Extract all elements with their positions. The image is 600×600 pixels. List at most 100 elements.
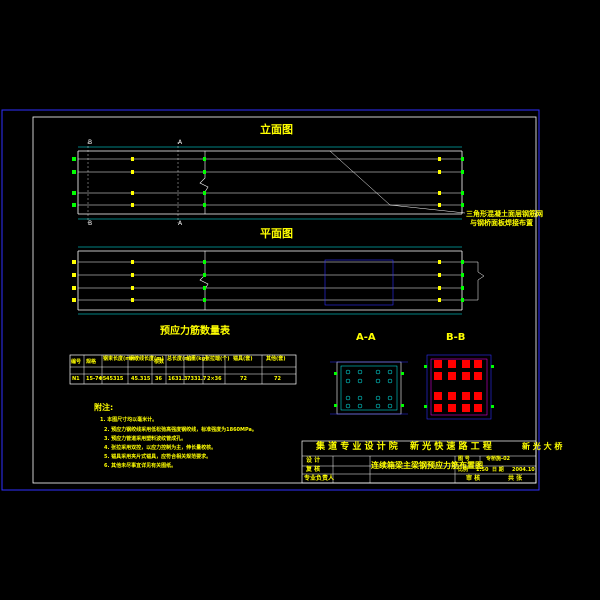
table-cell: 72 bbox=[240, 376, 247, 382]
anchor-mark bbox=[72, 286, 76, 290]
section-a-title: A-A bbox=[356, 332, 376, 343]
anchor-plate bbox=[474, 392, 482, 400]
section-mark bbox=[334, 404, 337, 407]
tendon-mark bbox=[203, 273, 206, 277]
tendon-mark bbox=[131, 191, 134, 195]
anchor-plate bbox=[462, 392, 470, 400]
table-title: 预应力筋数量表 bbox=[160, 326, 230, 337]
duct-hole bbox=[345, 378, 351, 384]
title-block-date-label: 日 期 bbox=[492, 467, 504, 473]
title-block-lead: 专业负责人 bbox=[304, 475, 335, 482]
cut-label-a-bottom: A bbox=[178, 220, 183, 227]
inner-frame bbox=[32, 116, 537, 484]
tendon-mark bbox=[203, 203, 206, 207]
tendon-mark bbox=[203, 298, 206, 302]
tendon-mark bbox=[438, 286, 441, 290]
title-block-project: 集 道 专 业 设 计 院 bbox=[316, 442, 398, 452]
anchor-mark bbox=[461, 298, 464, 302]
tendon-mark bbox=[438, 191, 441, 195]
tendon-mark bbox=[131, 286, 134, 290]
anchor-mark bbox=[461, 157, 464, 161]
note-line: 3. 预应力管道采用塑料波纹管成孔。 bbox=[104, 436, 187, 442]
table-cell: 15-7Φ5 bbox=[86, 376, 107, 382]
anchor-mark bbox=[72, 157, 76, 161]
duct-hole bbox=[357, 403, 363, 409]
tendon-mark bbox=[438, 203, 441, 207]
duct-hole bbox=[357, 369, 363, 375]
anchor-mark bbox=[461, 170, 464, 174]
elevation-view bbox=[77, 142, 466, 223]
anchor-plate bbox=[434, 360, 442, 368]
tendon-mark bbox=[131, 170, 134, 174]
title-block-date: 2004.10 bbox=[512, 467, 535, 473]
table-header-cell: 总长度(m) bbox=[167, 356, 192, 362]
title-block-total: 共 张 bbox=[508, 475, 523, 482]
note-line: 2. 预应力钢绞线采用低松弛高强度钢绞线，标准强度为1860MPa。 bbox=[104, 427, 257, 433]
tendon-mark bbox=[203, 286, 206, 290]
table-header-cell: 其他(套) bbox=[266, 356, 286, 362]
side-note-line2: 与钢桥面板焊接布置 bbox=[470, 219, 533, 227]
title-block-drawing-no-label: 图 号 bbox=[458, 456, 470, 462]
side-note-line1: 三角形混凝土面层钢筋网 bbox=[466, 210, 543, 218]
title-block-approver: 审 核 bbox=[466, 475, 481, 482]
plan-title: 平面图 bbox=[260, 227, 293, 240]
anchor-mark bbox=[461, 273, 464, 277]
tendon-mark bbox=[131, 273, 134, 277]
note-line: 6. 其他未尽事宜详见有关图纸。 bbox=[104, 463, 177, 469]
section-mark bbox=[424, 365, 427, 368]
note-line: 4. 张拉采用双控，以应力控制为主，伸长量校核。 bbox=[104, 445, 217, 451]
anchor-mark bbox=[72, 260, 76, 264]
title-block-designer: 设 计 bbox=[306, 457, 321, 464]
section-b-b bbox=[426, 354, 492, 420]
table-header-cell: 总重(kg) bbox=[186, 356, 208, 362]
anchor-plate bbox=[448, 392, 456, 400]
title-block-scale: 1:50 bbox=[476, 467, 489, 473]
tendon-mark bbox=[438, 298, 441, 302]
table-header-cell: 张拉端(个) bbox=[205, 356, 230, 362]
table-cell: 2×36 bbox=[207, 376, 222, 382]
tendon-mark bbox=[203, 260, 206, 264]
section-mark bbox=[401, 372, 404, 375]
title-block-frame bbox=[301, 440, 537, 484]
tendon-mark bbox=[438, 273, 441, 277]
duct-hole bbox=[345, 403, 351, 409]
drawing-marks bbox=[72, 157, 494, 412]
plan-view bbox=[77, 246, 485, 315]
tendon-mark bbox=[438, 157, 441, 161]
duct-hole bbox=[387, 378, 393, 384]
anchor-mark bbox=[72, 191, 76, 195]
duct-hole bbox=[357, 395, 363, 401]
duct-hole bbox=[387, 395, 393, 401]
anchor-plate bbox=[462, 404, 470, 412]
section-mark bbox=[334, 372, 337, 375]
section-mark bbox=[491, 365, 494, 368]
cut-label-a-top: A bbox=[178, 139, 183, 146]
table-header-cell: 根数 bbox=[154, 359, 165, 365]
title-block-bridge-name: 新 光 大 桥 bbox=[522, 442, 563, 451]
tendon-mark bbox=[131, 203, 134, 207]
anchor-plate bbox=[448, 404, 456, 412]
anchor-plate bbox=[448, 360, 456, 368]
tendon-mark bbox=[131, 260, 134, 264]
table-cell: 72 bbox=[274, 376, 281, 382]
section-mark bbox=[424, 405, 427, 408]
section-mark bbox=[401, 404, 404, 407]
section-mark bbox=[491, 405, 494, 408]
anchor-mark bbox=[461, 191, 464, 195]
anchor-mark bbox=[72, 203, 76, 207]
tendon-mark bbox=[203, 170, 206, 174]
table-cell: 45315 bbox=[106, 376, 124, 382]
duct-hole bbox=[345, 369, 351, 375]
anchor-mark bbox=[72, 298, 76, 302]
outer-frame bbox=[1, 109, 540, 491]
anchor-plate bbox=[462, 372, 470, 380]
table-header-cell: 钢绞线长度(m) bbox=[129, 356, 164, 362]
duct-hole bbox=[375, 369, 381, 375]
anchor-plate bbox=[448, 372, 456, 380]
anchor-plate bbox=[434, 372, 442, 380]
anchor-plate bbox=[474, 404, 482, 412]
anchor-plate bbox=[434, 404, 442, 412]
section-a-a bbox=[330, 361, 408, 415]
